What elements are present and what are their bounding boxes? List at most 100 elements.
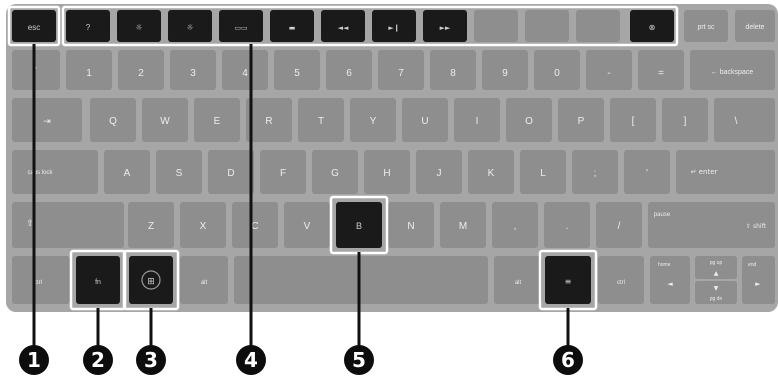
backspace-key[interactable] (690, 50, 775, 90)
f4-key[interactable] (219, 10, 263, 42)
key-x[interactable] (180, 202, 226, 248)
key-t[interactable] (298, 98, 344, 142)
key-z[interactable] (128, 202, 174, 248)
callout-5: 5 (344, 345, 374, 375)
f11-key[interactable] (576, 10, 620, 42)
key-s[interactable] (156, 150, 202, 194)
windows-key[interactable] (129, 256, 173, 304)
key-o[interactable] (506, 98, 552, 142)
f7-key[interactable] (372, 10, 416, 42)
key-5[interactable] (274, 50, 320, 90)
left-alt-key[interactable] (180, 256, 228, 304)
enter-key[interactable] (676, 150, 775, 194)
right-arrow-key[interactable] (742, 256, 775, 304)
key-u[interactable] (402, 98, 448, 142)
left-arrow-key[interactable] (650, 256, 690, 304)
key-f[interactable] (260, 150, 306, 194)
key-6[interactable] (326, 50, 372, 90)
key-3[interactable] (170, 50, 216, 90)
key-4[interactable] (222, 50, 268, 90)
key-p[interactable] (558, 98, 604, 142)
backslash-key[interactable] (714, 98, 775, 142)
slash-key[interactable] (596, 202, 642, 248)
f6-key[interactable] (321, 10, 365, 42)
right-shift-key[interactable] (648, 202, 775, 248)
minus-key[interactable] (586, 50, 632, 90)
key-2-label: 2 (138, 68, 144, 79)
left-ctrl-key[interactable] (12, 256, 70, 304)
f5-key[interactable] (270, 10, 314, 42)
callout-lines (32, 44, 570, 350)
f1-key[interactable] (66, 10, 110, 42)
caps-lock-key-label: caps lock (27, 170, 53, 176)
esc-key[interactable] (12, 10, 56, 42)
key-y[interactable] (350, 98, 396, 142)
f3-key[interactable] (168, 10, 212, 42)
quote-key-label: ' (646, 168, 648, 179)
fn-key[interactable] (76, 256, 120, 304)
key-7[interactable] (378, 50, 424, 90)
callout-2: 2 (83, 345, 113, 375)
key-q[interactable] (90, 98, 136, 142)
f2-key[interactable] (117, 10, 161, 42)
key-i[interactable] (454, 98, 500, 142)
key-m[interactable] (440, 202, 486, 248)
rbracket-key[interactable] (662, 98, 708, 142)
f9-key[interactable] (474, 10, 518, 42)
key-l[interactable] (520, 150, 566, 194)
key-c[interactable] (232, 202, 278, 248)
key-n[interactable] (388, 202, 434, 248)
lbracket-key[interactable] (610, 98, 656, 142)
f8-key[interactable] (423, 10, 467, 42)
f12-key[interactable] (630, 10, 674, 42)
left-shift-key[interactable] (12, 202, 124, 248)
windows-logo-icon (141, 270, 161, 290)
key-f-label: F (280, 168, 286, 179)
menu-key[interactable] (545, 256, 591, 304)
key-d[interactable] (208, 150, 254, 194)
key-v[interactable] (284, 202, 330, 248)
key-b[interactable] (336, 202, 382, 248)
key-a[interactable] (104, 150, 150, 194)
key-8[interactable] (430, 50, 476, 90)
delete-key-label: delete (745, 24, 764, 31)
delete-key[interactable] (735, 10, 775, 42)
down-arrow-key[interactable] (695, 281, 737, 304)
right-ctrl-key[interactable] (598, 256, 644, 304)
key-2[interactable] (118, 50, 164, 90)
key-w[interactable] (142, 98, 188, 142)
key-0[interactable] (534, 50, 580, 90)
right-shift-key-label: ⇧ shift (746, 223, 767, 230)
comma-key[interactable] (492, 202, 538, 248)
enter-key-label: ↵ enter (691, 168, 718, 176)
key-g[interactable] (312, 150, 358, 194)
tab-key[interactable] (12, 98, 82, 142)
key-k[interactable] (468, 150, 514, 194)
period-key[interactable] (544, 202, 590, 248)
key-e[interactable] (194, 98, 240, 142)
semicolon-key[interactable] (572, 150, 618, 194)
key-a-label: A (124, 168, 131, 179)
key-h[interactable] (364, 150, 410, 194)
key-r[interactable] (246, 98, 292, 142)
left-ctrl-key-label: ctrl (34, 280, 42, 286)
function-row: esc ? ☼ ☼ ▭▭ ▬ ◄◄ ►❙ ►► ⊗ prt sc d (12, 10, 775, 42)
key-s-label: S (176, 168, 183, 179)
right-alt-key[interactable] (494, 256, 542, 304)
key-r-label: R (265, 116, 272, 127)
f10-key[interactable] (525, 10, 569, 42)
up-arrow-key[interactable] (695, 256, 737, 279)
grave-key[interactable] (12, 50, 60, 90)
prtsc-key[interactable] (684, 10, 728, 42)
caps-lock-key[interactable] (12, 150, 98, 194)
qwerty-row: ⇥ Q W E R T Y U I O P [ ] \ (12, 98, 775, 142)
f1-key-label: ? (86, 23, 91, 32)
space-bar[interactable] (234, 256, 488, 304)
key-1[interactable] (66, 50, 112, 90)
key-9[interactable] (482, 50, 528, 90)
right-alt-key-label: alt (515, 280, 522, 286)
equals-key[interactable] (638, 50, 684, 90)
quote-key[interactable] (624, 150, 670, 194)
key-x-label: X (200, 221, 207, 232)
key-j[interactable] (416, 150, 462, 194)
